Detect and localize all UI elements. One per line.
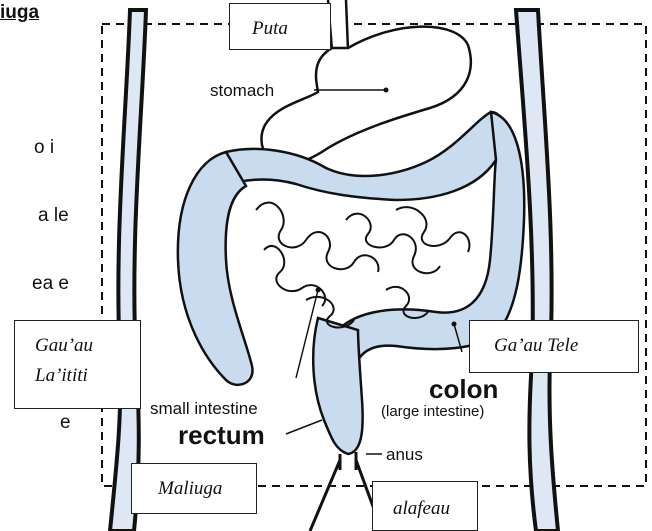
stomach-label: stomach <box>210 81 274 100</box>
left-body-side <box>110 10 146 531</box>
large-intestine-label: (large intestine) <box>381 403 484 420</box>
rectum <box>313 318 362 454</box>
small-intestine <box>256 203 469 328</box>
text-fragment-1: o i <box>34 137 54 159</box>
rectum-pointer <box>286 420 322 434</box>
ascending-colon <box>178 152 253 385</box>
colon-label: colon <box>429 374 498 404</box>
maliuga-label: Maliuga <box>158 478 222 499</box>
rectum-label: rectum <box>178 420 265 450</box>
text-fragment-3: ea e <box>32 273 69 295</box>
esophagus <box>328 0 348 50</box>
label-box-gaau-tele: Ga’au Tele <box>469 320 639 373</box>
digestive-system-diagram: stomach small intestine rectum colon (la… <box>96 0 652 531</box>
anus-label: anus <box>386 445 423 464</box>
label-box-puta: Puta <box>229 3 331 50</box>
alafeau-label: alafeau <box>393 498 450 519</box>
document-heading: iuga <box>0 2 39 24</box>
text-fragment-2: a le <box>38 205 69 227</box>
text-fragment-4: e <box>60 412 71 434</box>
gauau-label-line1: Gau’au <box>35 331 140 361</box>
gauau-label-line2: La’ititi <box>35 361 140 391</box>
label-box-maliuga: Maliuga <box>131 463 257 514</box>
label-box-alafeau: alafeau <box>372 481 478 531</box>
small-intestine-label: small intestine <box>150 399 258 418</box>
right-body-side <box>516 10 558 531</box>
gaau-tele-label: Ga’au Tele <box>494 335 578 356</box>
puta-label: Puta <box>252 18 288 39</box>
label-box-gauau-laititi: Gau’au La’ititi <box>14 320 141 409</box>
